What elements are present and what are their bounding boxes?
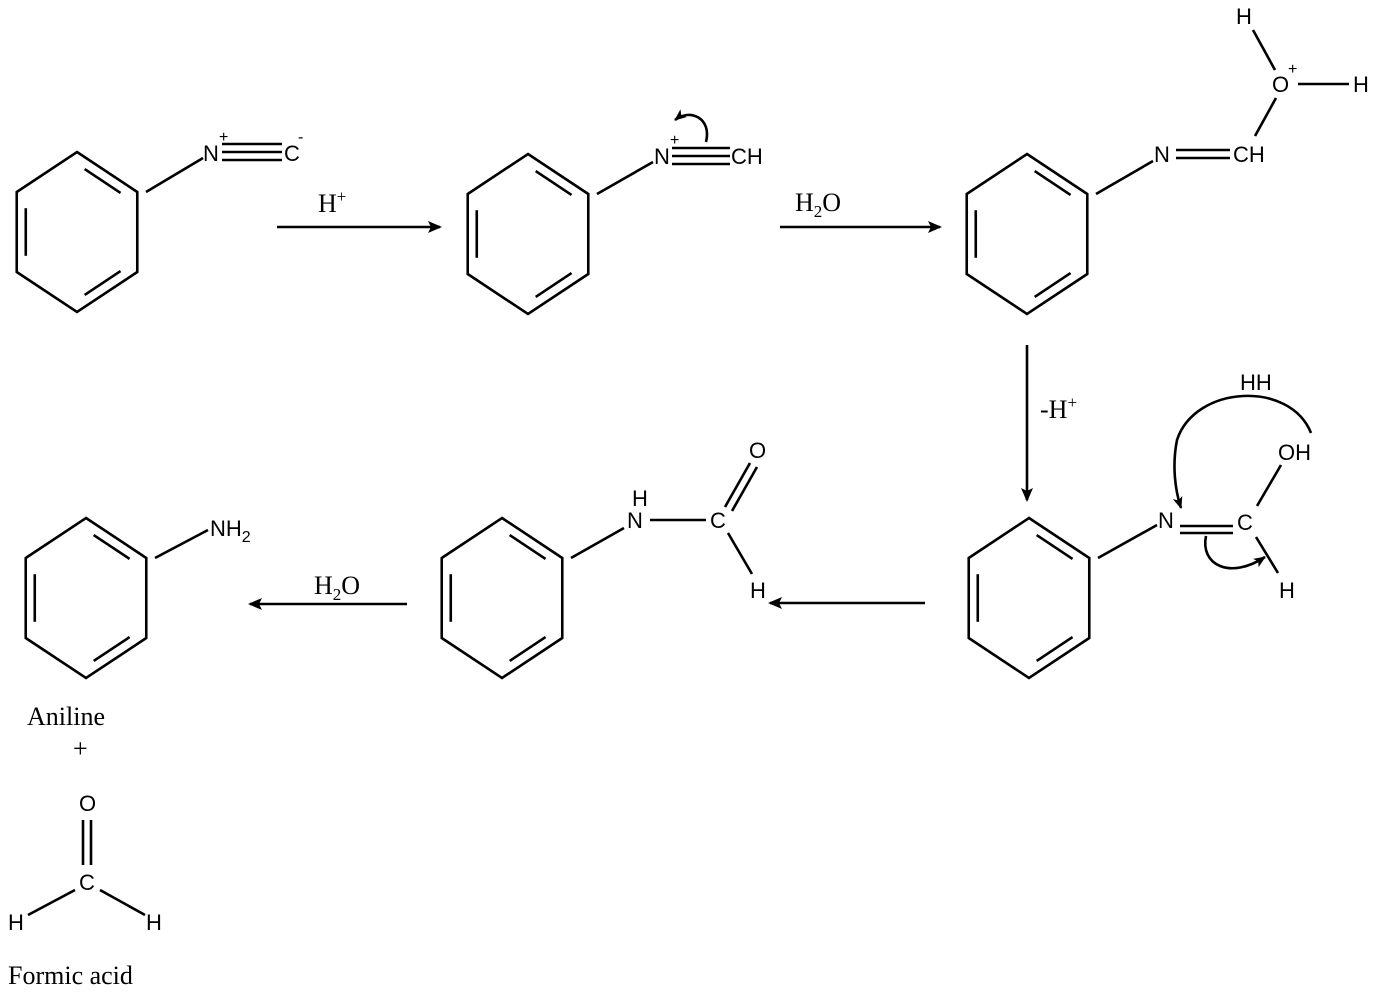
atom-h: H bbox=[1236, 4, 1252, 29]
double-bond bbox=[508, 636, 547, 662]
atom-nh2: NH2 bbox=[210, 516, 251, 546]
atom-n: N bbox=[654, 144, 670, 169]
benzene-ring bbox=[440, 516, 564, 680]
double-bond bbox=[1033, 272, 1072, 298]
double-bond bbox=[534, 170, 573, 196]
atom-c: C bbox=[710, 508, 726, 533]
double-bond bbox=[92, 534, 131, 560]
atom-n: N bbox=[203, 141, 219, 166]
curved-arrow bbox=[1203, 535, 1266, 570]
benzene-ring bbox=[15, 150, 139, 314]
double-bond bbox=[1035, 636, 1074, 662]
curved-arrow bbox=[1172, 394, 1313, 509]
charge-plus: + bbox=[670, 132, 679, 149]
phenyl-isocyanide: N + C - bbox=[145, 129, 303, 194]
formic-acid-label: Formic acid bbox=[8, 961, 133, 990]
atom-h: H bbox=[1353, 72, 1369, 97]
atom-h: H bbox=[750, 578, 766, 603]
atom-h: H bbox=[8, 910, 24, 935]
atom-o: O bbox=[79, 791, 96, 816]
double-bond bbox=[92, 636, 131, 662]
atom-oh: OH bbox=[1278, 440, 1311, 465]
charge-plus: + bbox=[1288, 61, 1297, 78]
double-bond bbox=[508, 534, 547, 560]
atom-n: N bbox=[1158, 508, 1174, 533]
curved-arrow bbox=[674, 109, 709, 143]
double-bond bbox=[534, 272, 573, 298]
benzene-ring bbox=[24, 516, 148, 680]
double-bond bbox=[1033, 170, 1072, 196]
atom-h: H bbox=[632, 486, 648, 511]
atom-c: C bbox=[79, 870, 95, 895]
atom-n: N bbox=[627, 508, 643, 533]
atom-hh: HH bbox=[1240, 370, 1272, 395]
formanilide: N H C O H bbox=[570, 438, 766, 603]
reagent-water: H2O bbox=[314, 571, 360, 604]
double-bond bbox=[83, 270, 122, 296]
atom-h: H bbox=[146, 910, 162, 935]
reagent-h-plus: H+ bbox=[318, 187, 346, 218]
double-bond bbox=[83, 168, 122, 194]
oxonium-intermediate: N CH O + H H bbox=[1095, 4, 1369, 196]
atom-c: C bbox=[1237, 510, 1253, 535]
charge-minus: - bbox=[298, 129, 303, 146]
atom-o: O bbox=[1272, 72, 1289, 97]
aniline-label: Aniline bbox=[27, 702, 105, 731]
plus-sign: + bbox=[73, 734, 88, 763]
charge-plus: + bbox=[219, 129, 228, 146]
double-bond bbox=[1035, 534, 1074, 560]
atom-o: O bbox=[749, 438, 766, 463]
benzene-ring bbox=[965, 152, 1089, 316]
benzene-ring bbox=[967, 516, 1091, 680]
protonated-isocyanide: N + CH bbox=[596, 109, 763, 196]
atom-h: H bbox=[1279, 578, 1295, 603]
atom-c: C bbox=[284, 141, 300, 166]
atom-ch: CH bbox=[1233, 142, 1265, 167]
imidic-acid-intermediate: N C OH H HH bbox=[1097, 370, 1313, 603]
formic-acid-structure: O C H H bbox=[8, 791, 162, 935]
reagent-minus-h-plus: -H+ bbox=[1040, 393, 1077, 424]
reagent-water: H2O bbox=[795, 188, 841, 221]
atom-n: N bbox=[1154, 142, 1170, 167]
aniline: NH2 bbox=[154, 516, 251, 560]
benzene-ring bbox=[466, 152, 590, 316]
atom-ch: CH bbox=[731, 144, 763, 169]
